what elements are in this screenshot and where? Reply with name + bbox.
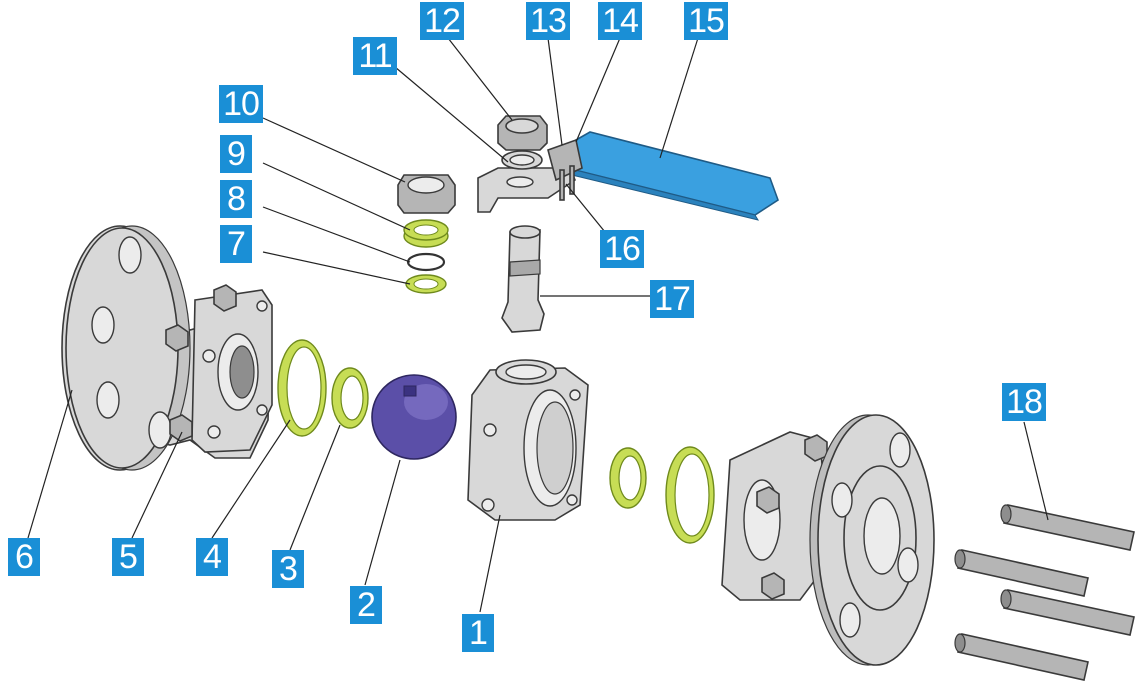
part-label-12: 12 bbox=[420, 2, 464, 40]
part-label-15: 15 bbox=[684, 2, 728, 40]
lock-washer bbox=[501, 150, 543, 170]
valve-body bbox=[467, 359, 589, 521]
part-label-10: 10 bbox=[219, 85, 263, 123]
leader-lines bbox=[27, 37, 1049, 613]
part-label-9: 9 bbox=[220, 135, 252, 173]
seat-ring-right-inner bbox=[609, 447, 647, 509]
packing-ring-7 bbox=[405, 274, 447, 294]
part-label-8: 8 bbox=[220, 180, 252, 218]
part-label-6: 6 bbox=[8, 538, 40, 576]
o-ring-8 bbox=[406, 252, 446, 272]
seat-ring-left-outer bbox=[277, 339, 327, 437]
part-label-1: 1 bbox=[462, 614, 494, 652]
part-label-7: 7 bbox=[220, 225, 252, 263]
handle-lever bbox=[571, 131, 779, 221]
stud-bolt bbox=[1000, 589, 1135, 636]
part-label-4: 4 bbox=[196, 538, 228, 576]
stem-nut bbox=[497, 115, 548, 151]
part-label-5: 5 bbox=[112, 538, 144, 576]
part-label-18: 18 bbox=[1002, 383, 1046, 421]
seat-ring-left-inner bbox=[331, 367, 369, 429]
stud-bolt bbox=[954, 549, 1089, 597]
part-label-17: 17 bbox=[650, 280, 694, 318]
stud-bolt bbox=[1000, 504, 1135, 551]
stud-bolt bbox=[954, 633, 1089, 681]
ball bbox=[371, 374, 457, 460]
seat-ring-right-outer bbox=[665, 446, 715, 544]
part-label-14: 14 bbox=[598, 2, 642, 40]
part-label-3: 3 bbox=[272, 550, 304, 588]
stud-bolts bbox=[954, 504, 1135, 681]
lock-bracket bbox=[547, 138, 583, 201]
part-label-13: 13 bbox=[526, 2, 570, 40]
part-label-11: 11 bbox=[353, 37, 397, 75]
gland-nut bbox=[397, 174, 456, 214]
packing-ring-9 bbox=[403, 219, 449, 248]
left-nuts bbox=[165, 284, 237, 442]
part-label-16: 16 bbox=[600, 230, 644, 268]
stem bbox=[501, 225, 545, 333]
part-label-2: 2 bbox=[350, 586, 382, 624]
stop-plate bbox=[477, 167, 576, 213]
right-end-flange bbox=[721, 414, 935, 666]
